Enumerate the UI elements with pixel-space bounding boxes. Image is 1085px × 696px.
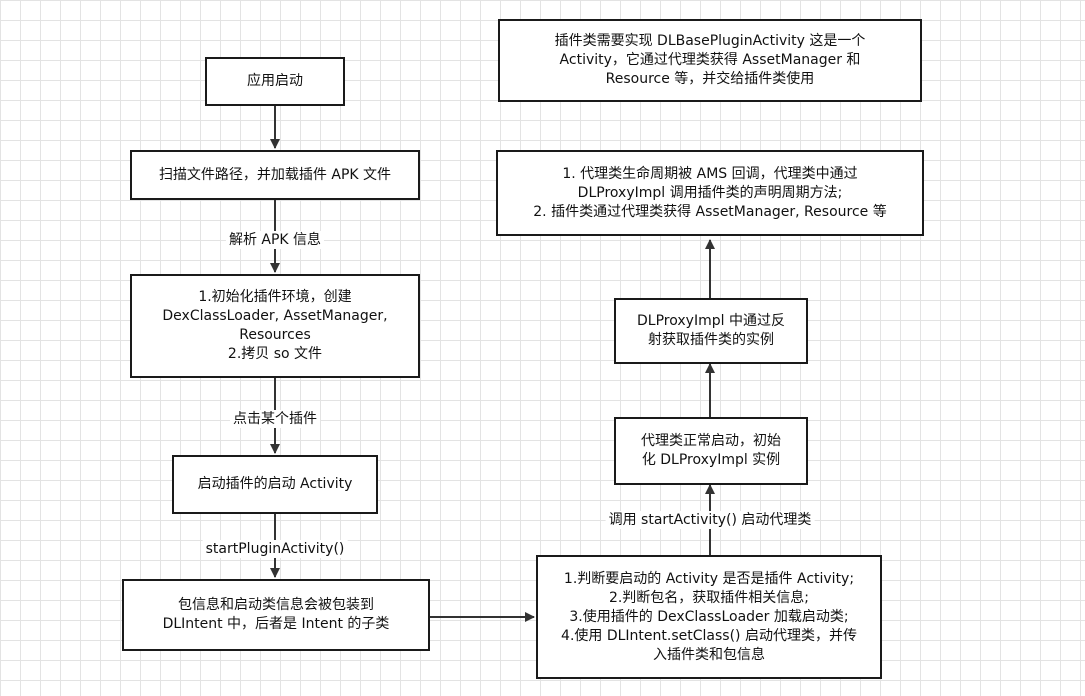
node-wrap-dlintent: 包信息和启动类信息会被包装到 DLIntent 中，后者是 Intent 的子类 (122, 579, 430, 651)
edge-label-call-start-activity: 调用 startActivity() 启动代理类 (605, 511, 815, 529)
node-init-env-label: 1.初始化插件环境，创建 DexClassLoader, AssetManage… (162, 289, 388, 362)
node-app-start-label: 应用启动 (247, 73, 303, 89)
node-app-start: 应用启动 (205, 57, 345, 106)
node-lifecycle-callback-label: 1. 代理类生命周期被 AMS 回调，代理类中通过 DLProxyImpl 调用… (533, 165, 887, 220)
node-scan-apk: 扫描文件路径，并加载插件 APK 文件 (130, 150, 420, 200)
node-judge-plugin-label: 1.判断要启动的 Activity 是否是插件 Activity; 2.判断包名… (561, 570, 857, 663)
node-scan-apk-label: 扫描文件路径，并加载插件 APK 文件 (158, 166, 392, 183)
node-note-base-activity: 插件类需要实现 DLBasePluginActivity 这是一个 Activi… (498, 19, 922, 102)
node-reflect-instance: DLProxyImpl 中通过反 射获取插件类的实例 (614, 298, 808, 364)
node-proxy-start: 代理类正常启动，初始 化 DLProxyImpl 实例 (614, 417, 808, 485)
edge-label-parse-apk: 解析 APK 信息 (225, 231, 325, 249)
node-proxy-start-label: 代理类正常启动，初始 化 DLProxyImpl 实例 (641, 433, 781, 468)
node-reflect-instance-label: DLProxyImpl 中通过反 射获取插件类的实例 (637, 313, 785, 348)
node-judge-plugin: 1.判断要启动的 Activity 是否是插件 Activity; 2.判断包名… (536, 555, 882, 679)
node-launch-activity: 启动插件的启动 Activity (172, 455, 378, 514)
edge-label-click-plugin: 点击某个插件 (230, 410, 320, 428)
node-lifecycle-callback: 1. 代理类生命周期被 AMS 回调，代理类中通过 DLProxyImpl 调用… (496, 150, 924, 236)
node-init-env: 1.初始化插件环境，创建 DexClassLoader, AssetManage… (130, 274, 420, 378)
node-launch-activity-label: 启动插件的启动 Activity (197, 476, 353, 492)
node-wrap-dlintent-label: 包信息和启动类信息会被包装到 DLIntent 中，后者是 Intent 的子类 (162, 597, 390, 632)
node-note-base-activity-label: 插件类需要实现 DLBasePluginActivity 这是一个 Activi… (554, 33, 866, 87)
edge-label-start-plugin-activity: startPluginActivity() (202, 540, 348, 558)
